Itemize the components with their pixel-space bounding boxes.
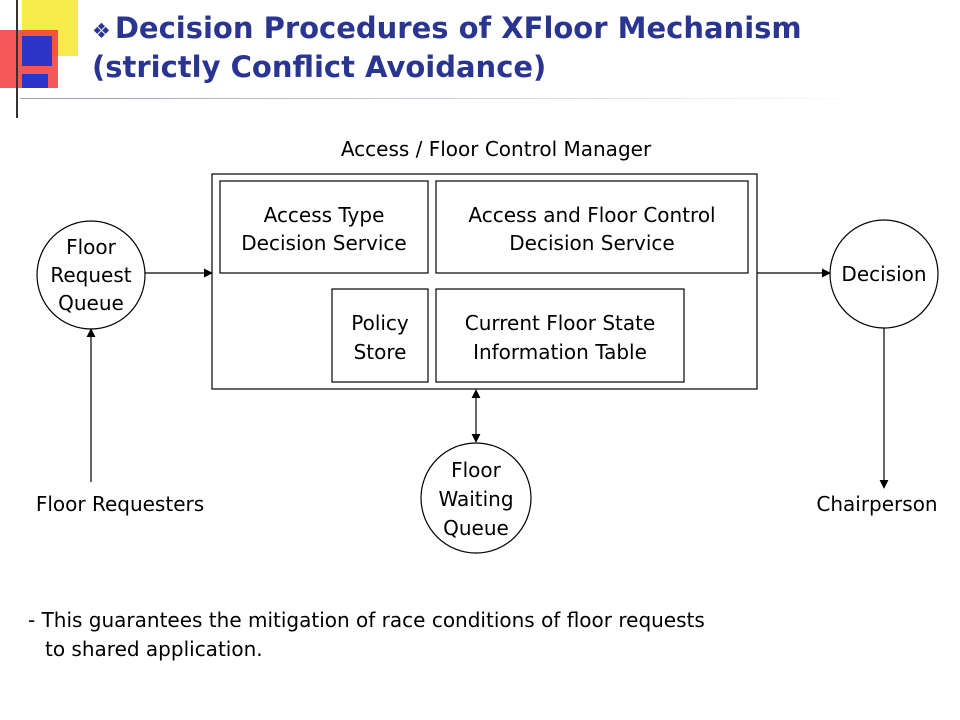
slide-title: ❖Decision Procedures of XFloor Mechanism… [92, 10, 952, 85]
floor-waiting-queue-line1: Floor [451, 458, 502, 482]
access-floor-service-line1: Access and Floor Control [468, 203, 715, 227]
floor-request-queue-line3: Queue [58, 291, 124, 315]
floor-request-queue-line1: Floor [66, 235, 117, 259]
footnote: - This guarantees the mitigation of race… [28, 606, 928, 664]
access-floor-service-box [435, 180, 749, 274]
deco-vertical-rule [16, 0, 18, 118]
floor-state-table-line1: Current Floor State [465, 311, 656, 335]
floor-requesters-label: Floor Requesters [36, 492, 204, 516]
corner-decoration [0, 0, 880, 120]
footnote-line-1: - This guarantees the mitigation of race… [28, 608, 705, 632]
floor-request-queue-line2: Request [50, 263, 131, 287]
manager-label: Access / Floor Control Manager [341, 137, 652, 161]
deco-horizontal-rule [20, 98, 880, 99]
floor-waiting-queue-circle [420, 442, 532, 554]
decision-label: Decision [841, 262, 926, 286]
footnote-line-2: to shared application. [45, 637, 263, 661]
chairperson-label: Chairperson [816, 492, 937, 516]
title-line-1: ❖Decision Procedures of XFloor Mechanism [92, 10, 952, 49]
floor-waiting-queue-line2: Waiting [438, 487, 513, 511]
deco-blue-square [22, 36, 52, 66]
policy-store-line2: Store [354, 340, 407, 364]
policy-store-line1: Policy [351, 311, 409, 335]
policy-store-box [331, 288, 429, 383]
title-line-2: (strictly Conflict Avoidance) [92, 50, 547, 84]
floor-state-table-box [435, 288, 685, 383]
floor-waiting-queue-line3: Queue [443, 516, 509, 540]
deco-blue-bar [22, 74, 48, 88]
floor-state-table-line2: Information Table [473, 340, 647, 364]
access-type-service-line1: Access Type [264, 203, 385, 227]
access-type-service-line2: Decision Service [241, 231, 406, 255]
diamond-bullet-icon: ❖ [92, 19, 111, 43]
title-text-1: Decision Procedures of XFloor Mechanism [114, 11, 802, 45]
access-type-service-box [219, 180, 429, 274]
access-floor-service-line2: Decision Service [509, 231, 674, 255]
